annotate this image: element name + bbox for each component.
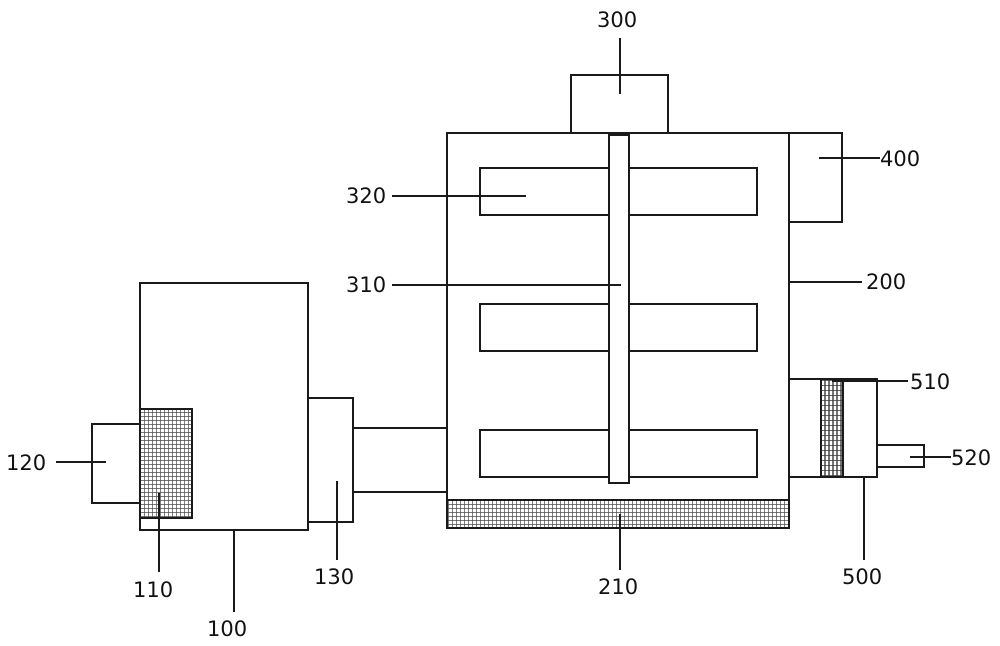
connector-130 (307, 397, 354, 523)
label-110: 110 (133, 578, 173, 602)
label-310: 310 (346, 273, 386, 297)
shaft-310 (608, 134, 630, 484)
pipe-to-tank (352, 427, 448, 493)
label-100: 100 (207, 617, 247, 641)
label-130: 130 (314, 565, 354, 589)
box-400 (788, 132, 843, 223)
label-300: 300 (597, 8, 637, 32)
outlet-mesh-510 (820, 378, 844, 478)
label-210: 210 (598, 575, 638, 599)
label-520: 520 (951, 446, 991, 470)
label-320: 320 (346, 184, 386, 208)
inlet-box-120 (91, 423, 141, 504)
label-120: 120 (6, 451, 46, 475)
label-510: 510 (910, 370, 950, 394)
bottom-mesh-210 (446, 499, 790, 529)
label-400: 400 (880, 147, 920, 171)
label-500: 500 (842, 565, 882, 589)
label-200: 200 (866, 270, 906, 294)
filter-mesh-110 (139, 408, 193, 519)
